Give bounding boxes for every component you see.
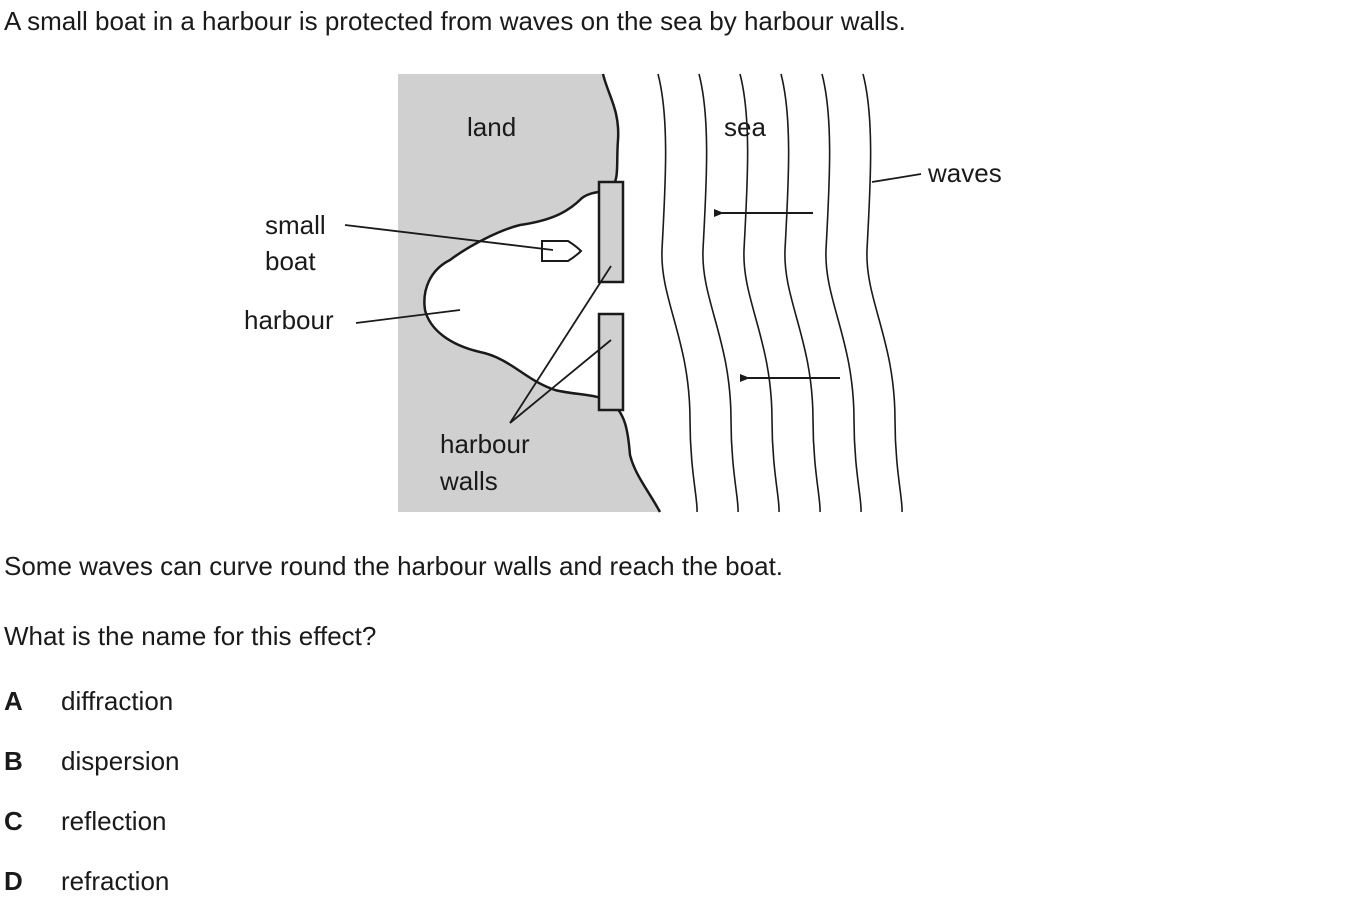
wave-front — [698, 73, 739, 513]
option-text: reflection — [61, 805, 167, 836]
question-stem-effect: Some waves can curve round the harbour w… — [4, 551, 784, 581]
harbour-wall-upper — [597, 180, 625, 284]
answer-option-b[interactable]: B dispersion — [4, 745, 180, 777]
answer-option-c[interactable]: C reflection — [4, 805, 167, 837]
option-text: dispersion — [61, 745, 180, 776]
question-stem-intro: A small boat in a harbour is protected f… — [4, 6, 906, 36]
option-text: diffraction — [61, 685, 174, 716]
wave-front — [821, 73, 862, 513]
label-harbour-walls-line-1: harbour — [440, 429, 530, 459]
question-prompt: What is the name for this effect? — [4, 621, 377, 651]
leader-line-waves — [871, 173, 922, 183]
option-letter: B — [4, 745, 23, 776]
label-small-boat-line-1: small — [265, 210, 326, 240]
leader-line-small-boat — [344, 224, 554, 251]
label-sea: sea — [724, 112, 766, 142]
wave-front — [862, 73, 903, 513]
wave-front — [657, 73, 698, 513]
land-region — [398, 74, 660, 512]
harbour-wall-lower — [597, 312, 625, 412]
option-text: refraction — [61, 865, 170, 896]
leader-line-harbour-wall-lower — [509, 339, 612, 424]
label-harbour-walls-line-2: walls — [439, 466, 498, 496]
label-small-boat-line-2: boat — [265, 246, 316, 276]
option-letter: C — [4, 805, 23, 836]
answer-option-d[interactable]: D refraction — [4, 865, 169, 897]
label-land: land — [467, 112, 516, 142]
wave-front — [739, 73, 780, 513]
label-waves: waves — [927, 158, 1002, 188]
option-letter: D — [4, 865, 23, 896]
option-letter: A — [4, 685, 23, 716]
harbour-diagram: land sea waves small boat harbour harbou… — [244, 73, 1002, 513]
small-boat-icon — [541, 240, 583, 262]
wave-front — [780, 73, 821, 513]
leader-line-harbour-wall-upper — [509, 265, 612, 424]
leader-line-harbour — [355, 309, 461, 324]
wave-fronts — [657, 73, 903, 513]
label-harbour: harbour — [244, 305, 334, 335]
answer-option-a[interactable]: A diffraction — [4, 685, 173, 717]
